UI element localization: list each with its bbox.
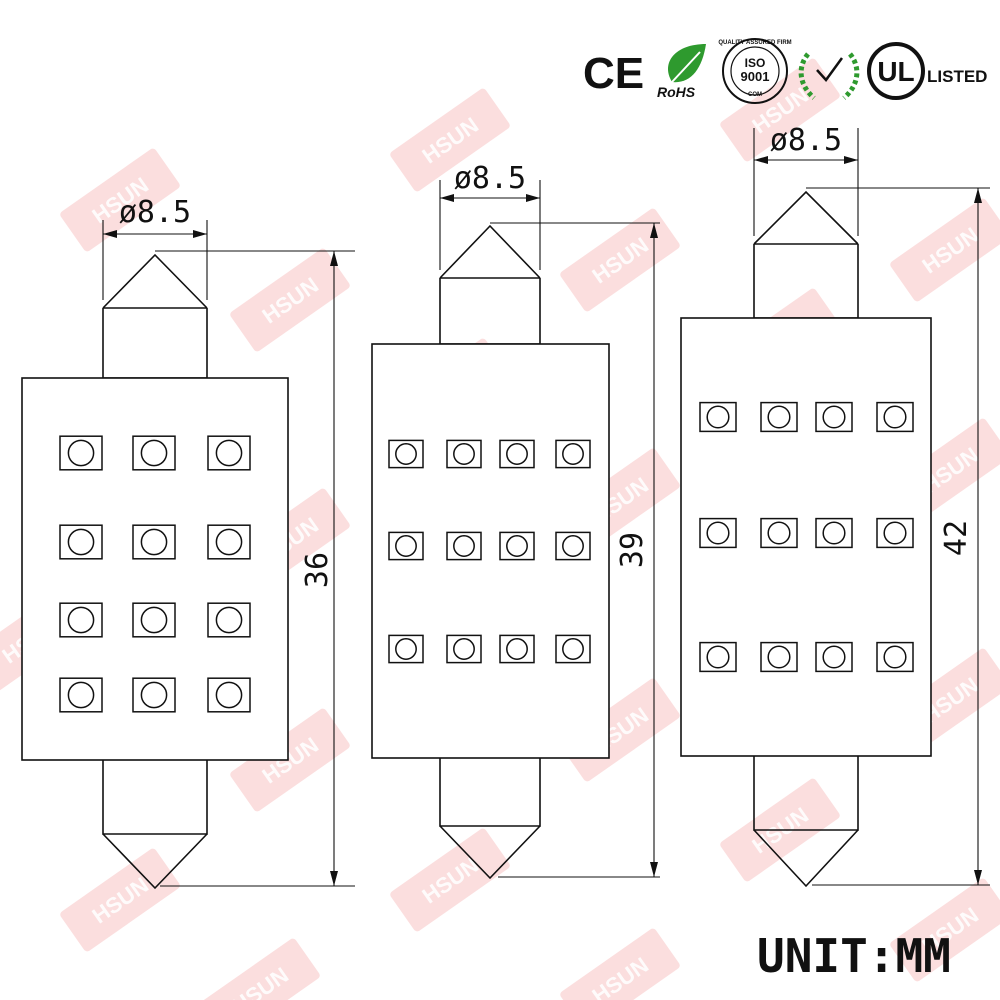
ce-mark: CE xyxy=(583,49,644,98)
hsun-watermark: HSUN xyxy=(200,938,320,1000)
ul-mark: UL xyxy=(877,56,914,87)
led-chip xyxy=(555,439,591,469)
iso-9001-logo: QUALITY ASSURED FIRM ISO 9001 COM xyxy=(718,38,792,104)
led-chip xyxy=(207,524,251,560)
length-label: 42 xyxy=(939,520,974,556)
led-chip xyxy=(555,531,591,561)
led-grid xyxy=(59,435,251,713)
led-chip xyxy=(446,439,482,469)
led-chip xyxy=(132,435,176,471)
bulb-36mm: ø8.5 36 xyxy=(21,195,355,890)
length-dimension: 39 xyxy=(490,222,660,878)
hsun-watermark: HSUN xyxy=(60,848,180,952)
led-chip xyxy=(132,602,176,638)
led-chip xyxy=(132,677,176,713)
length-dimension: 42 xyxy=(806,187,990,886)
led-chip xyxy=(59,677,103,713)
length-label: 39 xyxy=(615,532,650,568)
bulb-42mm: ø8.5 42 xyxy=(680,123,990,888)
certification-logos: CE RoHS QUALITY ASSURED FIRM ISO 9001 CO… xyxy=(583,38,987,104)
led-chip xyxy=(499,531,535,561)
iso-number: 9001 xyxy=(741,69,770,84)
led-chip xyxy=(815,401,853,433)
led-chip xyxy=(876,517,914,549)
diameter-label: ø8.5 xyxy=(770,123,842,158)
iso-bottom-text: COM xyxy=(748,92,762,98)
led-chip xyxy=(59,602,103,638)
hsun-watermark: HSUN xyxy=(560,928,680,1000)
led-chip xyxy=(59,524,103,560)
led-chip xyxy=(499,634,535,664)
hsun-watermark: HSUN xyxy=(890,198,1000,302)
led-chip xyxy=(555,634,591,664)
led-chip xyxy=(59,435,103,471)
led-chip xyxy=(207,677,251,713)
iso-ring-text: QUALITY ASSURED FIRM xyxy=(718,40,791,46)
diameter-label: ø8.5 xyxy=(119,195,191,230)
led-chip xyxy=(699,641,737,673)
rohs-logo: RoHS xyxy=(657,44,706,100)
rohs-label: RoHS xyxy=(657,84,696,100)
length-dimension: 36 xyxy=(155,250,355,887)
hsun-watermark: HSUN xyxy=(390,828,510,932)
led-chip xyxy=(499,439,535,469)
diameter-dimension: ø8.5 xyxy=(439,161,541,270)
unit-label: UNIT:MM xyxy=(757,929,951,983)
length-label: 36 xyxy=(300,552,335,588)
ul-listed-label: LISTED xyxy=(927,67,987,86)
led-chip xyxy=(699,401,737,433)
led-chip xyxy=(388,634,424,664)
led-chip xyxy=(760,401,798,433)
led-chip xyxy=(815,517,853,549)
led-chip xyxy=(446,531,482,561)
led-grid xyxy=(699,401,914,673)
led-chip xyxy=(760,641,798,673)
ul-listed-logo: UL LISTED xyxy=(867,42,987,100)
led-chip xyxy=(446,634,482,664)
led-chip xyxy=(876,401,914,433)
led-chip xyxy=(207,435,251,471)
laurel-check-logo xyxy=(798,52,860,100)
bulb-39mm: ø8.5 39 xyxy=(371,161,660,880)
led-chip xyxy=(815,641,853,673)
diameter-dimension: ø8.5 xyxy=(102,195,208,300)
led-chip xyxy=(876,641,914,673)
led-chip xyxy=(699,517,737,549)
led-grid xyxy=(388,439,591,664)
iso-label: ISO xyxy=(745,56,766,70)
led-chip xyxy=(132,524,176,560)
led-chip xyxy=(760,517,798,549)
led-chip xyxy=(388,439,424,469)
led-chip xyxy=(388,531,424,561)
diameter-label: ø8.5 xyxy=(454,161,526,196)
led-chip xyxy=(207,602,251,638)
diameter-dimension: ø8.5 xyxy=(753,123,859,236)
